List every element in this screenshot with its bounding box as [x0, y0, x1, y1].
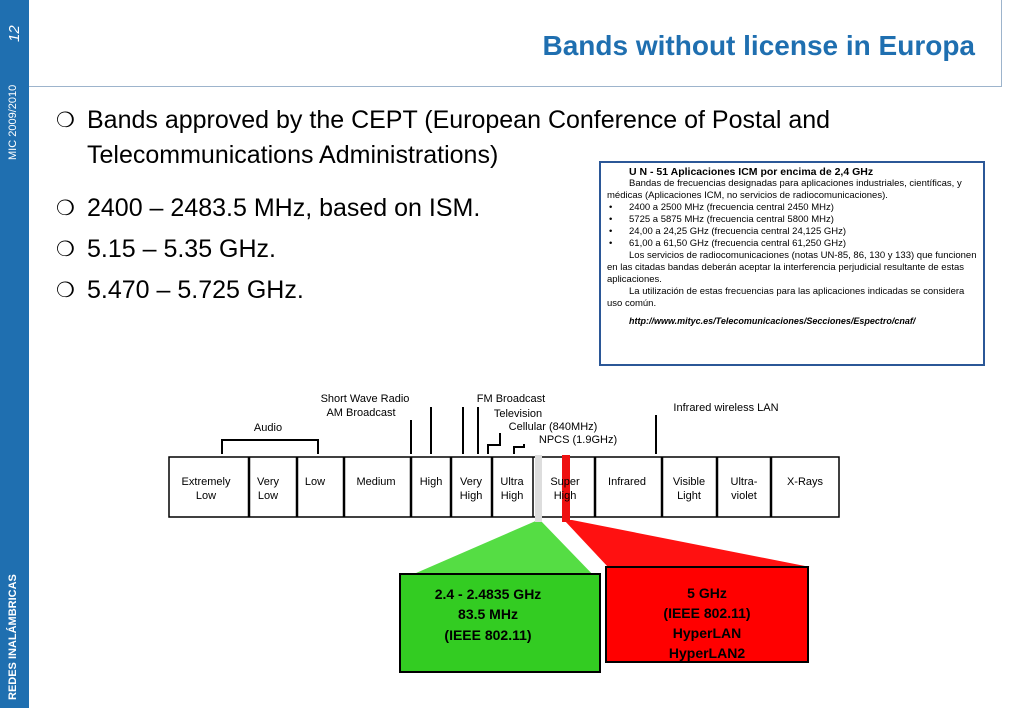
band-label: Very [257, 476, 280, 488]
red-callout-box [605, 566, 809, 663]
band-label: Super [550, 476, 580, 488]
infobox-list-item: 61,00 a 61,50 GHz (frecuencia central 61… [607, 238, 977, 250]
green-wedge [400, 520, 598, 580]
bullet-item: ❍ 2400 – 2483.5 MHz, based on ISM. [56, 191, 976, 226]
band-label: violet [731, 490, 757, 502]
band-label: Extremely [182, 476, 231, 488]
band-label: Infrared [608, 476, 646, 488]
bullet-marker-icon: ❍ [56, 238, 75, 261]
npcs-marker [513, 444, 525, 454]
band-label: Low [196, 490, 216, 502]
header-frame-edge [1001, 0, 1002, 87]
infrared-lan-label: Infrared wireless LAN [673, 402, 778, 414]
audio-bracket [221, 439, 319, 454]
bullet-text-continued: Telecommunications Administrations) [87, 141, 499, 169]
green-callout-line: 2.4 - 2.4835 GHz [435, 586, 542, 602]
bullet-item: ❍ Bands approved by the CEPT (European C… [56, 103, 976, 173]
band-2-4ghz-marker [535, 455, 542, 522]
regulation-infobox: U N - 51 Aplicaciones ICM por encima de … [599, 161, 985, 366]
bullet-item: ❍ 5.15 – 5.35 GHz. [56, 232, 976, 267]
band-label: Ultra- [731, 476, 758, 488]
green-callout-line: 83.5 MHz [458, 606, 518, 622]
bullet-text: 5.470 – 5.725 GHz. [87, 276, 304, 304]
bullet-list: ❍ Bands approved by the CEPT (European C… [56, 103, 976, 308]
am-broadcast-label: AM Broadcast [326, 407, 395, 419]
bullet-item: ❍ 5.470 – 5.725 GHz. [56, 273, 976, 308]
band-5ghz-marker [562, 455, 570, 522]
audio-label: Audio [254, 422, 282, 434]
cellular-label: Cellular (840MHz) [509, 421, 598, 433]
band-label: Ultra [500, 476, 524, 488]
band-label: Very [460, 476, 483, 488]
bullet-marker-icon: ❍ [56, 109, 75, 132]
band-label: Low [305, 476, 325, 488]
bullet-text: 5.15 – 5.35 GHz. [87, 235, 277, 263]
infobox-url-link[interactable]: http://www.mityc.es/Telecomunicaciones/S… [629, 316, 916, 326]
infobox-list-item: 2400 a 2500 MHz (frecuencia central 2450… [607, 202, 977, 214]
red-callout-line: HyperLAN [673, 625, 741, 641]
infobox-paragraph: Bandas de frecuencias designadas para ap… [607, 178, 962, 201]
red-wedge [564, 520, 810, 567]
band-label: High [420, 476, 443, 488]
infobox-list-item: 24,00 a 24,25 GHz (frecuencia central 24… [607, 226, 977, 238]
green-callout-line: (IEEE 802.11) [444, 627, 531, 643]
bullet-text: 2400 – 2483.5 MHz, based on ISM. [87, 194, 481, 222]
band-label: Low [258, 490, 278, 502]
band-label: Medium [356, 476, 395, 488]
red-callout-line: (IEEE 802.11) [663, 605, 750, 621]
infobox-paragraph: La utilización de estas frecuencias para… [607, 286, 965, 309]
band-label: X-Rays [787, 476, 824, 488]
band-label: Light [677, 490, 701, 502]
npcs-label: NPCS (1.9GHz) [539, 434, 617, 446]
cellular-marker [487, 433, 501, 454]
television-label: Television [494, 408, 542, 420]
band-label: High [501, 490, 524, 502]
infobox-paragraph: Los servicios de radiocomunicaciones (no… [607, 250, 977, 285]
bullet-marker-icon: ❍ [56, 197, 75, 220]
green-callout-box [399, 573, 601, 673]
band-label: High [460, 490, 483, 502]
red-callout-line: 5 GHz [687, 585, 727, 601]
fm-broadcast-label: FM Broadcast [477, 393, 545, 405]
red-callout-line: HyperLAN2 [669, 645, 745, 661]
short-wave-label: Short Wave Radio [321, 393, 410, 405]
band-label: High [554, 490, 577, 502]
infobox-title: U N - 51 Aplicaciones ICM por encima de … [629, 166, 874, 178]
header-divider [29, 86, 1002, 87]
infobox-list-item: 5725 a 5875 MHz (frecuencia central 5800… [607, 214, 977, 226]
sidebar: 12 MIC 2009/2010 REDES INALÁMBRICAS [0, 0, 29, 708]
band-strip [168, 456, 840, 518]
slide-title: Bands without license in Europa [542, 30, 976, 61]
bullet-text: Bands approved by the CEPT (European Con… [87, 106, 831, 134]
band-label: Visible [673, 476, 705, 488]
bullet-marker-icon: ❍ [56, 279, 75, 302]
